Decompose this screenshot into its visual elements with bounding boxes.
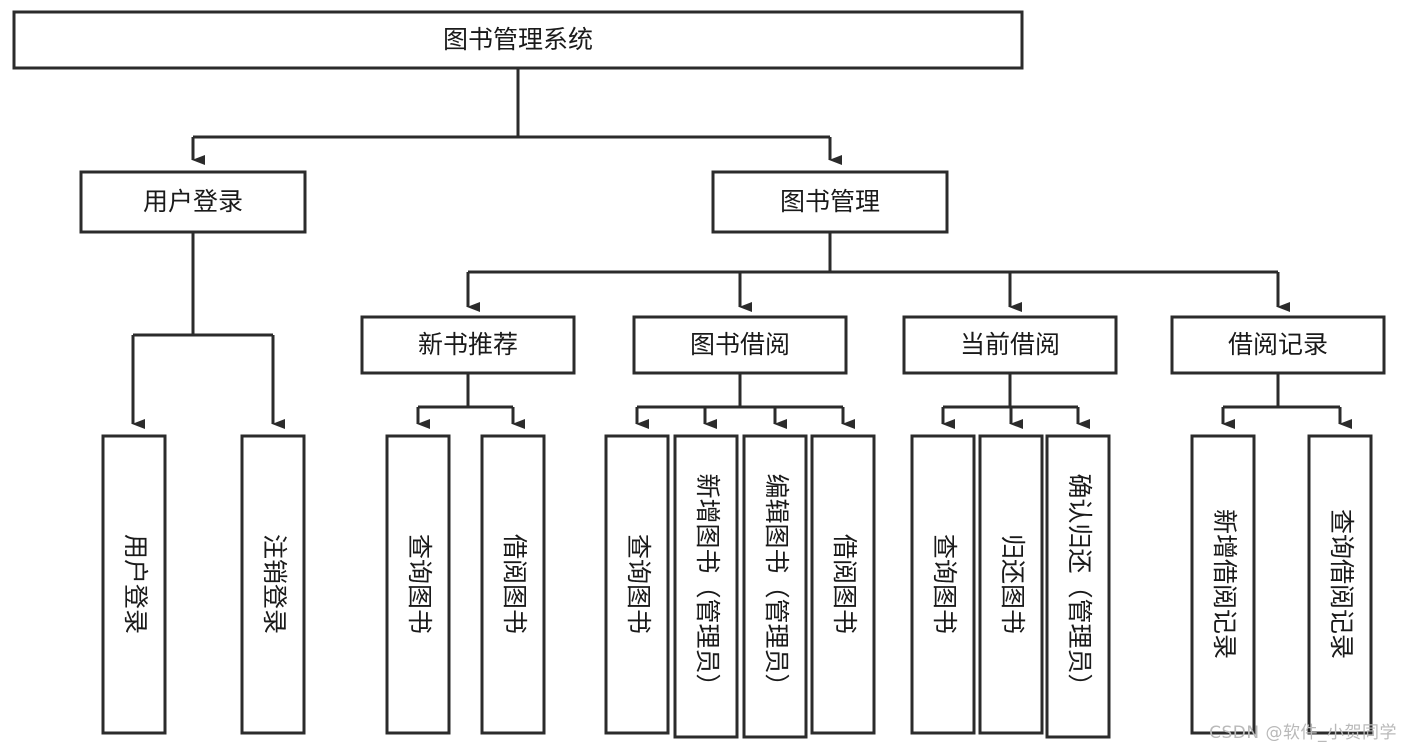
node-leaf-current-query-book-label: 查询图书 [930, 534, 959, 634]
node-leaf-recommend-query-book[interactable]: 查询图书 [385, 434, 451, 735]
node-leaf-query-borrow-record[interactable]: 查询借阅记录 [1307, 434, 1373, 735]
node-current-borrow-label: 当前借阅 [960, 330, 1060, 359]
node-leaf-borrow-query-book-label: 查询图书 [624, 534, 653, 634]
node-leaf-logout[interactable]: 注销登录 [240, 434, 306, 735]
connector-currentborrow-to-leaves [941, 373, 1090, 429]
node-root-label: 图书管理系统 [443, 25, 593, 54]
connector-bookborrow-to-leaves [635, 373, 855, 429]
node-leaf-recommend-borrow-book[interactable]: 借阅图书 [480, 434, 546, 735]
connector-newbook-to-leaves [416, 373, 525, 429]
connector-borrowrecord-to-leaves [1221, 373, 1352, 429]
node-leaf-return-book-label: 归还图书 [998, 534, 1027, 634]
node-leaf-add-book-admin[interactable]: 新增图书（管理员） [673, 434, 739, 739]
node-book-borrow-label: 图书借阅 [690, 330, 790, 359]
node-leaf-edit-book-admin-label: 编辑图书（管理员） [762, 473, 791, 698]
node-leaf-user-login-label: 用户登录 [121, 534, 150, 634]
connector-root-to-level2 [191, 68, 842, 165]
node-leaf-recommend-query-book-label: 查询图书 [405, 534, 434, 634]
watermark-text: CSDN @软件_小贺同学 [1209, 723, 1397, 743]
node-user-login-label: 用户登录 [143, 187, 243, 216]
node-leaf-logout-label: 注销登录 [260, 534, 289, 634]
node-user-login[interactable]: 用户登录 [79, 170, 307, 234]
node-borrow-record-label: 借阅记录 [1228, 330, 1328, 359]
node-leaf-query-borrow-record-label: 查询借阅记录 [1327, 509, 1356, 659]
node-book-borrow[interactable]: 图书借阅 [632, 315, 848, 375]
node-root[interactable]: 图书管理系统 [12, 10, 1024, 70]
node-leaf-borrow-query-book[interactable]: 查询图书 [604, 434, 670, 735]
node-book-management-label: 图书管理 [780, 187, 880, 216]
node-leaf-current-query-book[interactable]: 查询图书 [910, 434, 976, 735]
node-leaf-edit-book-admin[interactable]: 编辑图书（管理员） [742, 434, 808, 739]
node-leaf-add-book-admin-label: 新增图书（管理员） [693, 473, 722, 698]
node-borrow-record[interactable]: 借阅记录 [1170, 315, 1386, 375]
node-leaf-return-book[interactable]: 归还图书 [978, 434, 1044, 735]
node-new-book-recommend[interactable]: 新书推荐 [360, 315, 576, 375]
node-book-management[interactable]: 图书管理 [711, 170, 949, 234]
node-leaf-confirm-return-admin[interactable]: 确认归还（管理员） [1045, 434, 1111, 739]
node-leaf-add-borrow-record[interactable]: 新增借阅记录 [1190, 434, 1256, 735]
node-leaf-borrow-book[interactable]: 借阅图书 [810, 434, 876, 735]
node-leaf-borrow-book-label: 借阅图书 [830, 534, 859, 634]
node-leaf-user-login[interactable]: 用户登录 [101, 434, 167, 735]
connector-userlogin-to-leaves [131, 232, 285, 429]
connector-bookmgmt-to-level3 [466, 232, 1290, 312]
node-leaf-recommend-borrow-book-label: 借阅图书 [500, 534, 529, 634]
node-new-book-recommend-label: 新书推荐 [418, 330, 518, 359]
node-leaf-confirm-return-admin-label: 确认归还（管理员） [1065, 473, 1094, 698]
node-leaf-add-borrow-record-label: 新增借阅记录 [1210, 509, 1239, 659]
node-current-borrow[interactable]: 当前借阅 [902, 315, 1118, 375]
